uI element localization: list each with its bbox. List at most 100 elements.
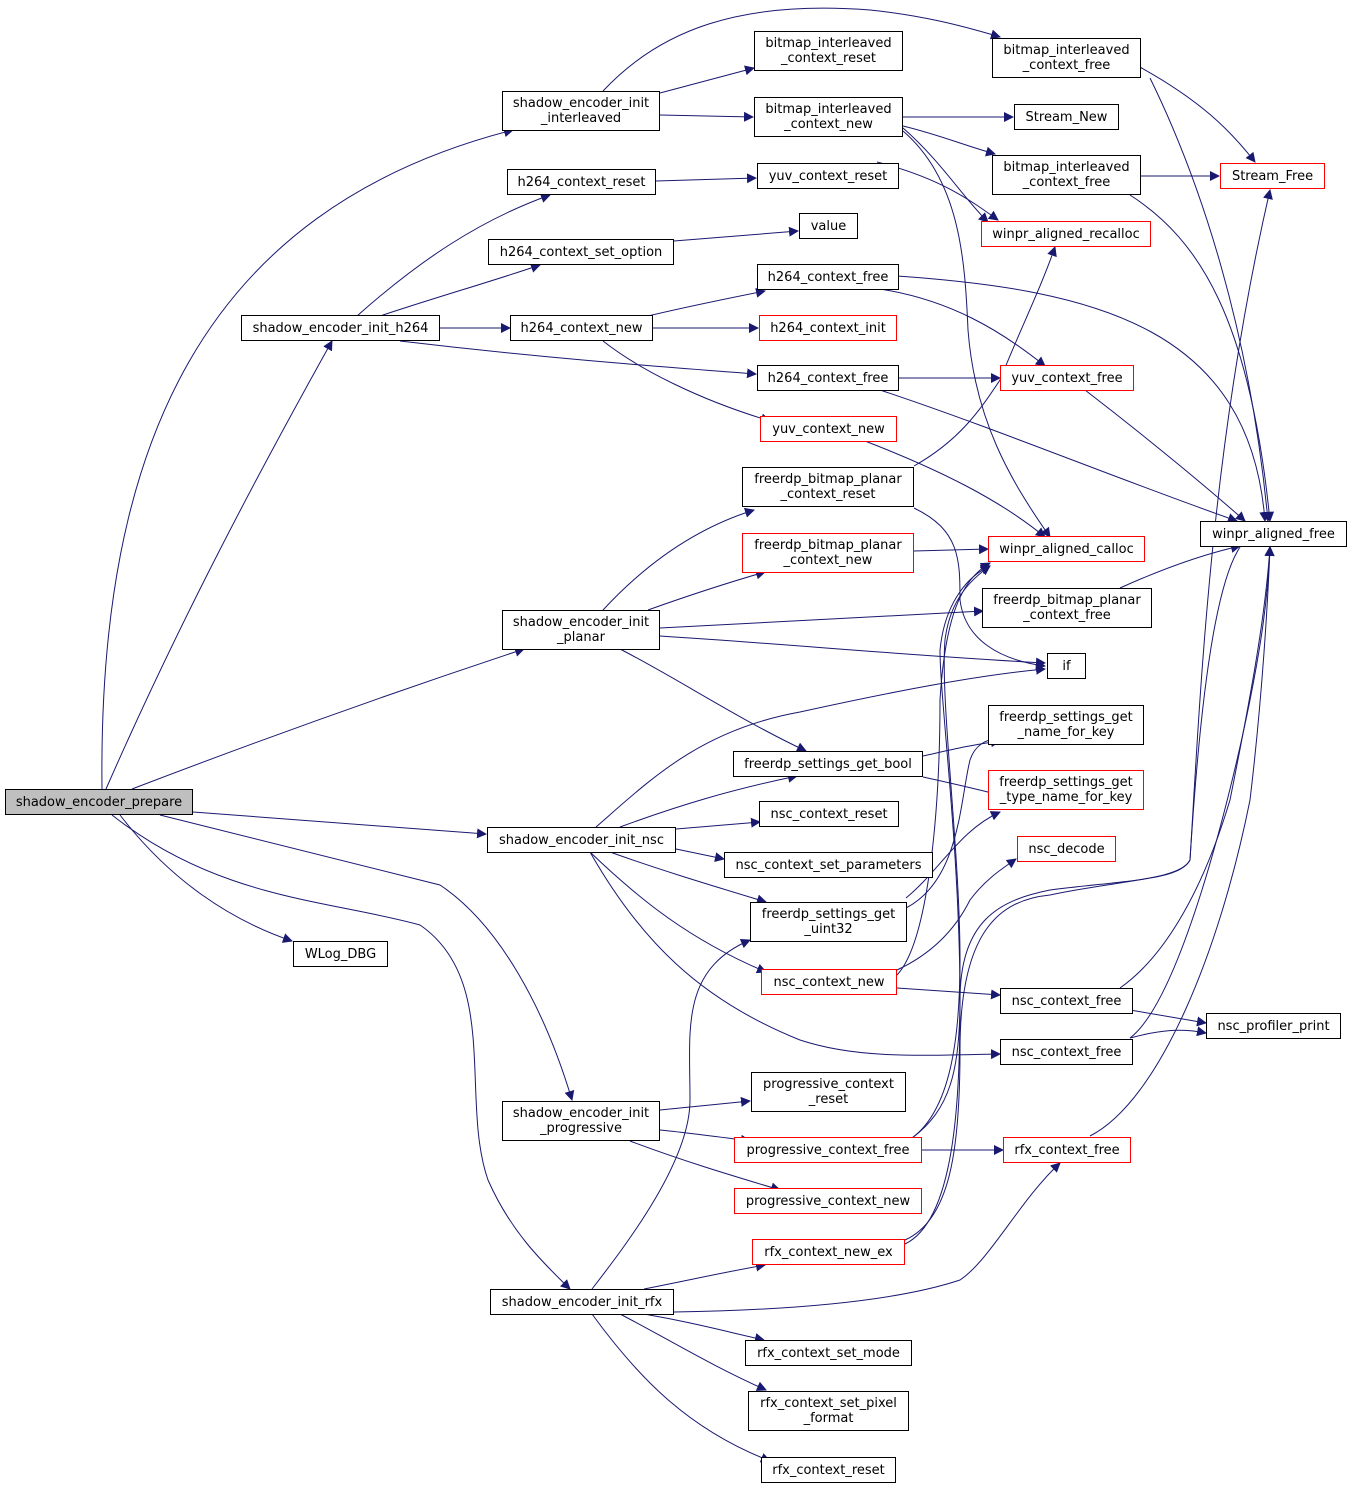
node-h264-context-reset[interactable]: h264_context_reset: [507, 169, 656, 195]
node-nsc-context-set-parameters[interactable]: nsc_context_set_parameters: [724, 852, 933, 878]
edge: [1119, 546, 1275, 989]
edge: [379, 263, 541, 317]
node-freerdp-bitmap-planar-context-free[interactable]: freerdp_bitmap_planar _context_free: [982, 588, 1152, 628]
node-rfx-context-reset[interactable]: rfx_context_reset: [761, 1457, 896, 1483]
edge: [131, 647, 525, 790]
edge: [619, 648, 807, 752]
edge: [1129, 194, 1275, 522]
node-freerdp-bitmap-planar-context-reset[interactable]: freerdp_bitmap_planar _context_reset: [742, 467, 914, 507]
node-shadow-encoder-init-rfx[interactable]: shadow_encoder_init_rfx: [490, 1289, 674, 1315]
node-nsc-context-new[interactable]: nsc_context_new: [761, 969, 897, 995]
node-nsc-decode[interactable]: nsc_decode: [1017, 836, 1116, 862]
edge: [1119, 543, 1241, 589]
node-stream-new[interactable]: Stream_New: [1014, 104, 1119, 130]
node-yuv-context-reset[interactable]: yuv_context_reset: [757, 163, 899, 189]
edge: [659, 606, 984, 629]
node-freerdp-settings-get-type-name-for-key[interactable]: freerdp_settings_get _type_name_for_key: [988, 770, 1144, 810]
node-nsc-context-reset[interactable]: nsc_context_reset: [759, 801, 899, 827]
node-progressive-context-free[interactable]: progressive_context_free: [734, 1137, 922, 1163]
node-yuv-context-free[interactable]: yuv_context_free: [1000, 365, 1134, 391]
node-nsc-context-free-2[interactable]: nsc_context_free: [1000, 1039, 1133, 1065]
node-h264-context-free-1[interactable]: h264_context_free: [757, 264, 899, 290]
edge: [159, 814, 575, 1101]
node-shadow-encoder-init-planar[interactable]: shadow_encoder_init _planar: [502, 610, 660, 650]
node-rfx-context-new-ex[interactable]: rfx_context_new_ex: [752, 1239, 905, 1265]
edge: [896, 987, 1001, 1000]
node-bitmap-interleaved-context-new[interactable]: bitmap_interleaved _context_new: [754, 97, 903, 137]
edge: [111, 814, 571, 1290]
edge: [602, 507, 755, 611]
node-bitmap-interleaved-context-reset[interactable]: bitmap_interleaved _context_reset: [754, 31, 903, 71]
node-h264-context-free-2[interactable]: h264_context_free: [757, 365, 899, 391]
edge: [673, 226, 799, 242]
node-shadow-encoder-init-progressive[interactable]: shadow_encoder_init _progressive: [502, 1101, 660, 1141]
edge: [595, 664, 1046, 828]
node-h264-context-init[interactable]: h264_context_init: [759, 315, 897, 341]
edge: [675, 848, 725, 863]
edge: [1137, 65, 1256, 163]
node-h264-context-new[interactable]: h264_context_new: [510, 315, 653, 341]
edge: [619, 772, 798, 828]
node-freerdp-settings-get-uint32[interactable]: freerdp_settings_get _uint32: [750, 902, 907, 942]
node-progressive-context-new[interactable]: progressive_context_new: [734, 1188, 922, 1214]
edge: [602, 340, 771, 424]
node-shadow-encoder-init-nsc[interactable]: shadow_encoder_init_nsc: [487, 827, 676, 853]
edge: [896, 275, 1270, 522]
edge: [896, 858, 1017, 971]
edge: [105, 340, 333, 790]
edge: [591, 1313, 771, 1463]
edge: [902, 127, 989, 223]
node-wlog-dbg[interactable]: WLog_DBG: [293, 941, 388, 967]
node-if[interactable]: if: [1047, 653, 1086, 679]
node-bitmap-interleaved-context-free-2[interactable]: bitmap_interleaved _context_free: [992, 155, 1141, 195]
edge: [913, 544, 989, 555]
edge: [864, 440, 1046, 538]
node-stream-free[interactable]: Stream_Free: [1220, 163, 1325, 189]
edge: [675, 817, 761, 830]
edge: [904, 565, 991, 1245]
node-freerdp-bitmap-planar-context-new[interactable]: freerdp_bitmap_planar _context_new: [742, 533, 914, 573]
edge: [1129, 1009, 1207, 1027]
edge: [647, 569, 766, 611]
edge: [399, 340, 757, 379]
node-winpr-aligned-calloc[interactable]: winpr_aligned_calloc: [988, 536, 1145, 562]
edge: [609, 851, 767, 905]
edge: [659, 635, 1046, 668]
edge: [659, 111, 754, 122]
edge: [905, 733, 1001, 909]
edge: [1129, 1026, 1207, 1039]
node-value[interactable]: value: [799, 213, 858, 239]
edge: [589, 851, 1001, 1060]
node-h264-context-set-option[interactable]: h264_context_set_option: [488, 239, 674, 265]
node-shadow-encoder-init-h264[interactable]: shadow_encoder_init_h264: [241, 315, 440, 341]
edge: [589, 851, 767, 974]
edge: [673, 1162, 1061, 1313]
edge: [911, 565, 991, 1139]
edge: [602, 7, 1001, 92]
node-nsc-context-free-1[interactable]: nsc_context_free: [1000, 988, 1133, 1014]
edge: [879, 288, 1046, 367]
node-shadow-encoder-prepare[interactable]: shadow_encoder_prepare: [5, 789, 193, 815]
edge: [905, 811, 1001, 899]
edge: [1149, 77, 1273, 522]
node-freerdp-settings-get-bool[interactable]: freerdp_settings_get_bool: [733, 751, 923, 777]
node-rfx-context-set-mode[interactable]: rfx_context_set_mode: [745, 1340, 912, 1366]
edge: [902, 130, 1051, 538]
node-yuv-context-new[interactable]: yuv_context_new: [760, 416, 897, 442]
edge: [119, 814, 293, 943]
node-bitmap-interleaved-context-free-1[interactable]: bitmap_interleaved _context_free: [992, 38, 1141, 78]
node-freerdp-settings-get-name-for-key[interactable]: freerdp_settings_get _name_for_key: [988, 705, 1144, 745]
edge: [101, 127, 514, 790]
node-shadow-encoder-init-interleaved[interactable]: shadow_encoder_init _interleaved: [502, 91, 660, 131]
node-winpr-aligned-recalloc[interactable]: winpr_aligned_recalloc: [981, 221, 1151, 247]
edge: [659, 65, 755, 94]
node-rfx-context-set-pixel-format[interactable]: rfx_context_set_pixel _format: [748, 1391, 909, 1431]
node-nsc-profiler-print[interactable]: nsc_profiler_print: [1206, 1013, 1341, 1039]
node-progressive-context-reset[interactable]: progressive_context _reset: [751, 1072, 906, 1112]
edge: [643, 1261, 766, 1290]
edge: [192, 811, 487, 839]
node-rfx-context-free[interactable]: rfx_context_free: [1003, 1137, 1131, 1163]
node-winpr-aligned-free[interactable]: winpr_aligned_free: [1200, 521, 1347, 547]
